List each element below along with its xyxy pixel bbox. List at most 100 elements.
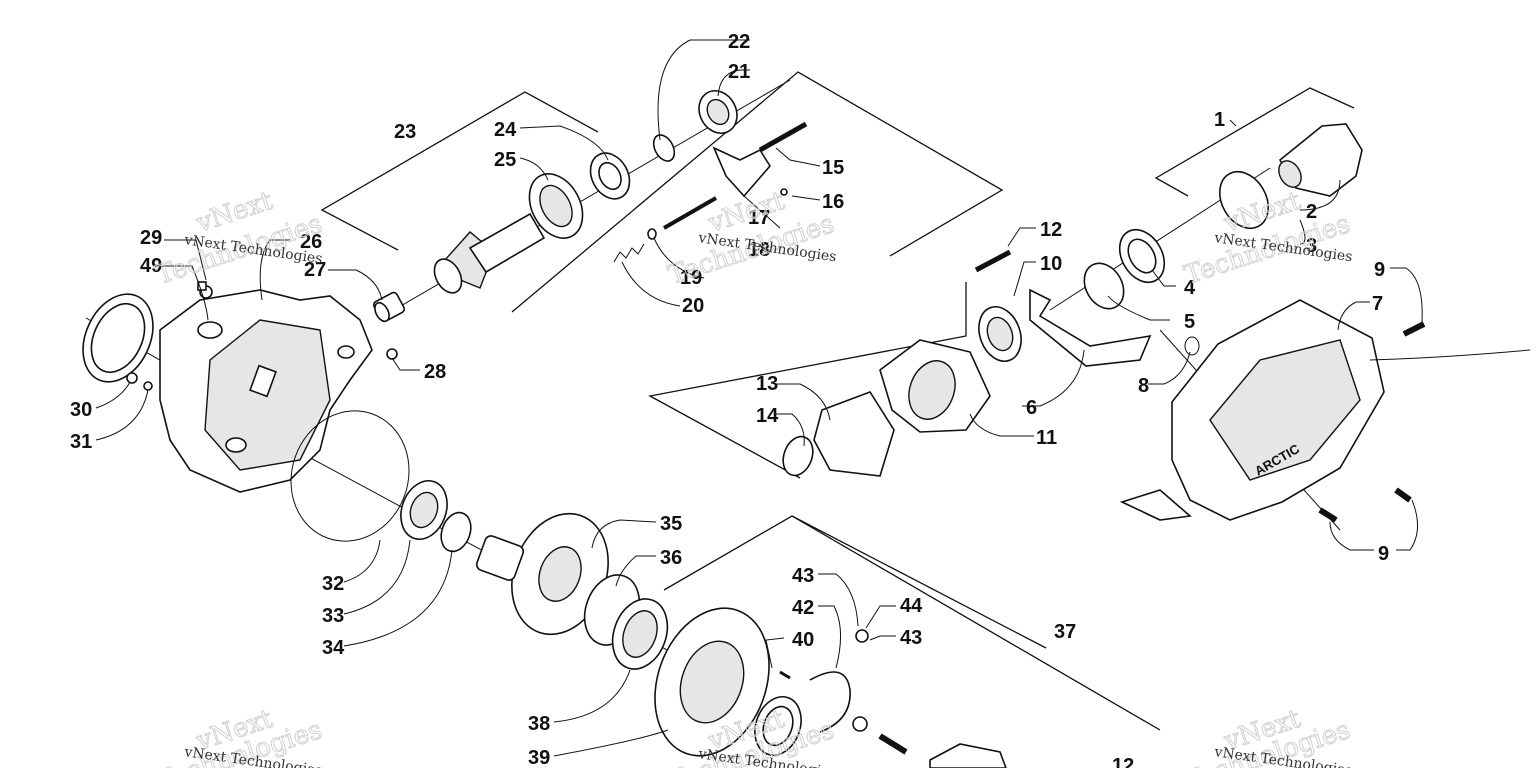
spring-44b bbox=[852, 716, 868, 732]
bolt-9-right bbox=[1394, 487, 1412, 503]
callout-15: 15 bbox=[822, 157, 844, 179]
callout-43-side: 43 bbox=[900, 627, 922, 649]
callout-44: 44 bbox=[900, 595, 923, 617]
callout-10: 10 bbox=[1040, 253, 1062, 275]
boot-2 bbox=[1278, 123, 1363, 197]
bearing-10 bbox=[978, 306, 1022, 362]
callout-labels: 22 21 23 24 25 15 16 17 18 19 20 29 26 2… bbox=[70, 31, 1389, 768]
housing-11 bbox=[879, 339, 991, 433]
bushing-28 bbox=[386, 348, 398, 360]
callout-9-top: 9 bbox=[1374, 259, 1385, 281]
callout-7: 7 bbox=[1372, 293, 1383, 315]
bracket-lower bbox=[929, 743, 1007, 768]
pinion-shaft bbox=[433, 212, 546, 294]
pin-40 bbox=[779, 670, 791, 680]
callout-29: 29 bbox=[140, 227, 162, 249]
callout-2: 2 bbox=[1306, 201, 1317, 223]
pin-lower bbox=[878, 733, 908, 755]
spring-20 bbox=[613, 243, 645, 263]
callout-28: 28 bbox=[424, 361, 446, 383]
ring-gear-35 bbox=[475, 512, 609, 636]
plug-30 bbox=[126, 372, 138, 384]
callout-6: 6 bbox=[1026, 397, 1037, 419]
callout-36: 36 bbox=[660, 547, 682, 569]
callout-37: 37 bbox=[1054, 621, 1076, 643]
seal-49 bbox=[82, 293, 154, 383]
bolt-9-left bbox=[1318, 507, 1338, 523]
callout-25: 25 bbox=[494, 149, 516, 171]
callout-3: 3 bbox=[1306, 235, 1317, 257]
callout-16: 16 bbox=[822, 191, 844, 213]
snap-ring-14 bbox=[782, 435, 814, 477]
bracket-1 bbox=[1154, 87, 1355, 197]
o-ring-8 bbox=[1184, 336, 1200, 356]
callout-39: 39 bbox=[528, 747, 550, 768]
callout-19: 19 bbox=[680, 267, 702, 289]
watermark-2: vNext Technologies vNext Technologies bbox=[664, 185, 838, 291]
callout-17: 17 bbox=[748, 207, 770, 229]
snap-ring-5 bbox=[1083, 262, 1125, 310]
fitting-29 bbox=[197, 281, 213, 299]
bearing-25 bbox=[528, 173, 584, 239]
actuator-7 bbox=[1119, 299, 1531, 521]
bracket-6-part bbox=[1029, 288, 1152, 367]
bearing-33 bbox=[400, 480, 448, 540]
shaft-18 bbox=[663, 196, 717, 230]
bracket-18 bbox=[511, 71, 1004, 313]
bracket-37-leader bbox=[791, 515, 1047, 649]
gearcase-housing bbox=[159, 289, 373, 493]
callout-12-bottom: 12 bbox=[1112, 755, 1134, 768]
clip-42 bbox=[809, 671, 851, 733]
pin-16 bbox=[780, 188, 788, 196]
washer-31 bbox=[143, 381, 153, 391]
spring-44 bbox=[855, 629, 869, 643]
callout-42: 42 bbox=[792, 597, 814, 619]
shift-fork-17 bbox=[712, 146, 771, 198]
watermark-3: vNext Technologies vNext Technologies bbox=[1180, 185, 1354, 291]
callout-38: 38 bbox=[528, 713, 550, 735]
bearing-38 bbox=[611, 598, 669, 670]
callout-12-top: 12 bbox=[1040, 219, 1062, 241]
callout-27: 27 bbox=[304, 259, 326, 281]
leader-lines bbox=[95, 39, 1423, 757]
washer-19 bbox=[647, 228, 657, 240]
callout-35: 35 bbox=[660, 513, 682, 535]
callout-4: 4 bbox=[1184, 277, 1196, 299]
bearing-24 bbox=[589, 152, 631, 200]
callout-43-top: 43 bbox=[792, 565, 814, 587]
gasket-13 bbox=[813, 391, 895, 477]
watermark-6: vNext Technologies vNext Technologies bbox=[1180, 703, 1354, 768]
callout-23: 23 bbox=[394, 121, 416, 143]
bolt-12 bbox=[974, 249, 1012, 273]
callout-14: 14 bbox=[756, 405, 779, 427]
callout-21: 21 bbox=[728, 61, 750, 83]
bearing-27 bbox=[372, 291, 406, 323]
parts: ARCTIC bbox=[82, 90, 1531, 768]
shim-34 bbox=[440, 511, 472, 553]
watermark-4: vNext Technologies vNext Technologies bbox=[152, 703, 326, 768]
bracket-23 bbox=[320, 91, 599, 251]
bearing-21 bbox=[698, 90, 738, 134]
seal-39b bbox=[754, 696, 802, 756]
assembly-brackets bbox=[320, 71, 1355, 731]
callout-32: 32 bbox=[322, 573, 344, 595]
bracket-6 bbox=[648, 282, 967, 479]
callout-13: 13 bbox=[756, 373, 778, 395]
callout-5: 5 bbox=[1184, 311, 1195, 333]
snap-ring-22 bbox=[652, 134, 676, 162]
callout-34: 34 bbox=[322, 637, 345, 659]
callout-30: 30 bbox=[70, 399, 92, 421]
callout-9-bottom: 9 bbox=[1378, 543, 1389, 565]
callout-24: 24 bbox=[494, 119, 517, 141]
shift-shaft-15 bbox=[758, 121, 808, 153]
callout-22: 22 bbox=[728, 31, 750, 53]
o-ring-32 bbox=[290, 410, 410, 542]
callout-26: 26 bbox=[300, 231, 322, 253]
callout-1: 1 bbox=[1214, 109, 1225, 131]
callout-40: 40 bbox=[792, 629, 814, 651]
hub-plate-39 bbox=[654, 607, 770, 757]
seal-4 bbox=[1118, 228, 1166, 284]
callout-49: 49 bbox=[140, 255, 162, 277]
